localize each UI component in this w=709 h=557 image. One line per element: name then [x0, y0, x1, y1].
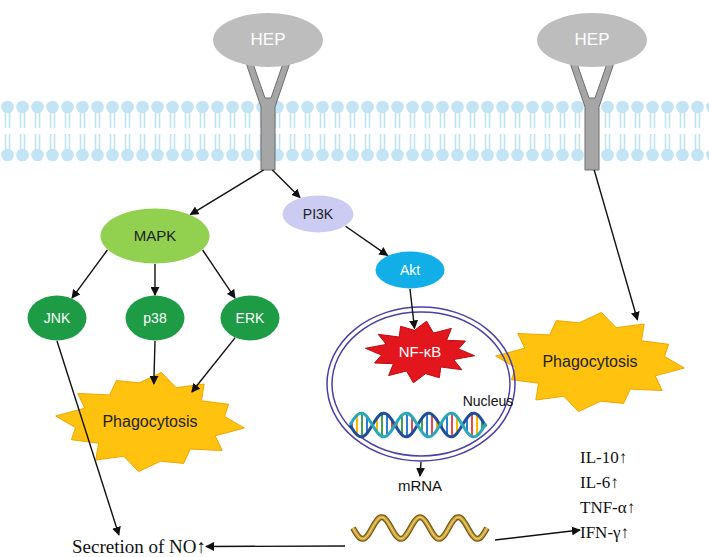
- output-label: Secretion of NO↑: [72, 535, 206, 557]
- burst-shape: [365, 321, 474, 383]
- output-label: IL-6↑: [580, 470, 635, 495]
- signal-arrow: [192, 338, 235, 392]
- node-label: mRNA: [345, 476, 495, 496]
- signal-arrow: [346, 226, 388, 255]
- burst-shape: [56, 372, 245, 471]
- signal-arrow: [272, 170, 300, 198]
- node-label: Akt: [375, 251, 445, 289]
- dna-strand: [350, 413, 486, 437]
- signal-arrow: [495, 530, 580, 540]
- dna-helix: [350, 413, 486, 437]
- output-label: IL-10↑: [580, 445, 635, 470]
- kinase-ellipse: MAPK: [100, 208, 210, 264]
- dna-rung: [361, 413, 363, 437]
- receptor-symbol: [243, 52, 293, 170]
- kinase-ellipse: p38: [125, 295, 185, 341]
- ellipse-shape: [28, 296, 87, 341]
- signal-arrow: [154, 341, 155, 384]
- signal-arrow: [410, 289, 415, 328]
- ellipse-shape: [126, 296, 185, 341]
- effect-burst: Phagocytosis: [495, 312, 685, 412]
- effect-burst: Phagocytosis: [55, 372, 245, 472]
- dna-rung: [451, 413, 453, 437]
- cytokine-list: IL-10↑IL-6↑TNF-α↑IFN-γ↑: [580, 445, 635, 545]
- connector-group: [57, 170, 638, 547]
- node-label: PI3K: [282, 195, 354, 233]
- signal-arrow: [190, 170, 263, 215]
- signal-arrow: [206, 545, 345, 547]
- node-label: MAPK: [100, 208, 210, 264]
- dna-rung: [406, 413, 408, 437]
- kinase-ellipse: Akt: [375, 251, 445, 289]
- signal-arrow: [203, 250, 235, 298]
- ligand-ellipse: [537, 13, 647, 67]
- dna-rung: [386, 414, 388, 436]
- node-label: HEP: [213, 12, 323, 68]
- mrna-wave: [353, 517, 487, 539]
- ligand-ellipse: [213, 13, 323, 67]
- ligand-receptor: HEP: [537, 12, 647, 170]
- node-label: Phagocytosis: [495, 312, 685, 412]
- mrna-wave: [353, 517, 487, 539]
- kinase-ellipse: PI3K: [282, 195, 354, 233]
- kinase-ellipse: ERK: [220, 295, 280, 341]
- burst-shape: [496, 312, 685, 411]
- signal-arrow: [154, 264, 155, 295]
- ellipse-shape: [221, 296, 280, 341]
- node-label: p38: [125, 295, 185, 341]
- signal-arrow: [594, 170, 637, 320]
- dna-rung: [426, 413, 428, 436]
- output-label: IFN-γ↑: [580, 520, 635, 545]
- node-label: HEP: [537, 12, 647, 68]
- lipid-bilayer: [0, 100, 709, 162]
- transcription-factor-burst: NF-κB: [365, 321, 475, 383]
- receptor-symbol: [567, 52, 617, 170]
- node-label: Phagocytosis: [55, 372, 245, 472]
- mrna-wave: [353, 517, 487, 539]
- ellipse-shape: [101, 209, 210, 264]
- ellipse-shape: [376, 252, 445, 289]
- node-label: Nucleus: [462, 392, 514, 410]
- kinase-ellipse: JNK: [27, 295, 87, 341]
- dna-strand: [350, 413, 486, 437]
- dna-rung: [431, 414, 433, 436]
- output-text: Secretion of NO↑: [72, 535, 206, 557]
- node-label: NF-κB: [365, 321, 475, 383]
- node-label: JNK: [27, 295, 87, 341]
- signal-arrow: [57, 341, 119, 535]
- ligand-receptor: HEP: [213, 12, 323, 170]
- node-label: ERK: [220, 295, 280, 341]
- mrna-strand: mRNA: [345, 476, 495, 556]
- output-label: TNF-α↑: [580, 495, 635, 520]
- signal-arrow: [72, 250, 107, 298]
- ellipse-shape: [283, 196, 354, 233]
- nuclear-envelope: [332, 312, 510, 456]
- dna-rung: [476, 414, 478, 436]
- nucleus-ellipse: Nucleus NF-κB: [326, 306, 516, 462]
- dna-rung: [381, 413, 383, 436]
- dna-rung: [471, 413, 473, 436]
- signal-arrow: [420, 462, 421, 476]
- nuclear-envelope: [327, 307, 515, 461]
